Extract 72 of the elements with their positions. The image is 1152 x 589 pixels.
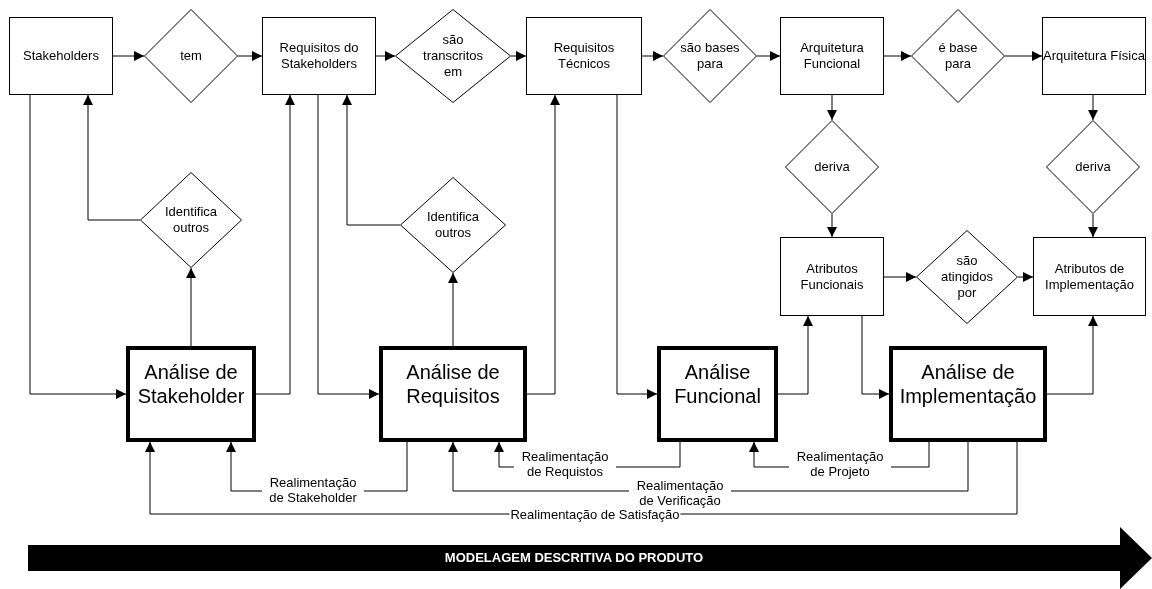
arrow (29, 94, 127, 399)
analysis-box (889, 346, 1047, 442)
node-label: Arquitetura Funcional (799, 40, 865, 72)
process-box (526, 17, 642, 95)
edge-label: Realimentação de Projeto (789, 449, 891, 479)
process-box (9, 17, 113, 95)
arrow (342, 94, 401, 226)
relation-diamond (1046, 120, 1140, 214)
arrow (237, 51, 263, 61)
arrow (1088, 213, 1098, 238)
node-label: Análise de Implementação (898, 360, 1038, 408)
process-box (1042, 17, 1146, 95)
arrow (317, 94, 380, 399)
arrow (448, 272, 458, 347)
node-label: é base para (937, 40, 979, 72)
arrow (616, 94, 658, 399)
arrow (641, 51, 664, 61)
arrow (827, 213, 837, 238)
arrow (1017, 272, 1034, 282)
arrow (526, 94, 560, 395)
arrow (1046, 315, 1098, 395)
edge-label: Realimentação de Verificação (629, 478, 731, 508)
arrow (1088, 94, 1098, 121)
arrow (510, 51, 527, 61)
node-label: são atingidos por (939, 253, 994, 301)
arrow (756, 51, 781, 61)
node-label: Atributos Funcionais (799, 260, 865, 293)
arrow (861, 315, 890, 399)
banner-title: MODELAGEM DESCRITIVA DO PRODUTO (444, 550, 704, 566)
arrow (375, 51, 396, 61)
node-label: são bases para (680, 40, 740, 72)
arrow (186, 267, 196, 347)
process-box (1033, 237, 1146, 316)
relation-diamond (400, 177, 506, 273)
node-label: Arquitetura Física (1043, 48, 1145, 64)
node-label: Identifica outros (425, 209, 480, 241)
node-label: deriva (813, 159, 851, 175)
relation-diamond (395, 9, 511, 103)
edge-label: Realimentação de Stakeholder (262, 475, 364, 505)
node-label: Identifica outros (163, 204, 218, 236)
arrow (883, 51, 912, 61)
node-label: Atributos de Implementação (1044, 260, 1135, 293)
relation-diamond (140, 172, 242, 268)
analysis-box (379, 346, 527, 442)
node-label: Requisitos do Stakeholders (278, 40, 360, 72)
arrow (883, 272, 917, 282)
node-label: Stakeholders (23, 48, 99, 64)
node-label: deriva (1074, 159, 1112, 175)
process-box (262, 17, 376, 95)
relation-diamond (916, 230, 1018, 324)
arrow (827, 94, 837, 121)
node-label: tem (179, 48, 203, 64)
process-box (780, 17, 884, 95)
arrow (255, 94, 295, 395)
banner-arrow (28, 527, 1152, 589)
node-label: são transcritos em (422, 32, 484, 80)
edge-label: Realimentação de Requistos (514, 449, 616, 479)
relation-diamond (785, 120, 879, 214)
arrow (83, 94, 141, 221)
arrow (112, 51, 145, 61)
relation-diamond (144, 9, 238, 103)
relation-diamond (911, 9, 1005, 103)
node-label: Requisitos Técnicos (552, 40, 616, 72)
relation-diamond (663, 9, 757, 103)
node-label: Análise de Stakeholder (136, 360, 246, 408)
node-label: Análise Funcional (673, 360, 762, 408)
arrow (777, 315, 813, 395)
analysis-box (126, 346, 256, 442)
arrow (1004, 51, 1043, 61)
node-label: Análise de Requisitos (405, 360, 501, 408)
analysis-box (657, 346, 778, 442)
process-box (780, 237, 884, 316)
